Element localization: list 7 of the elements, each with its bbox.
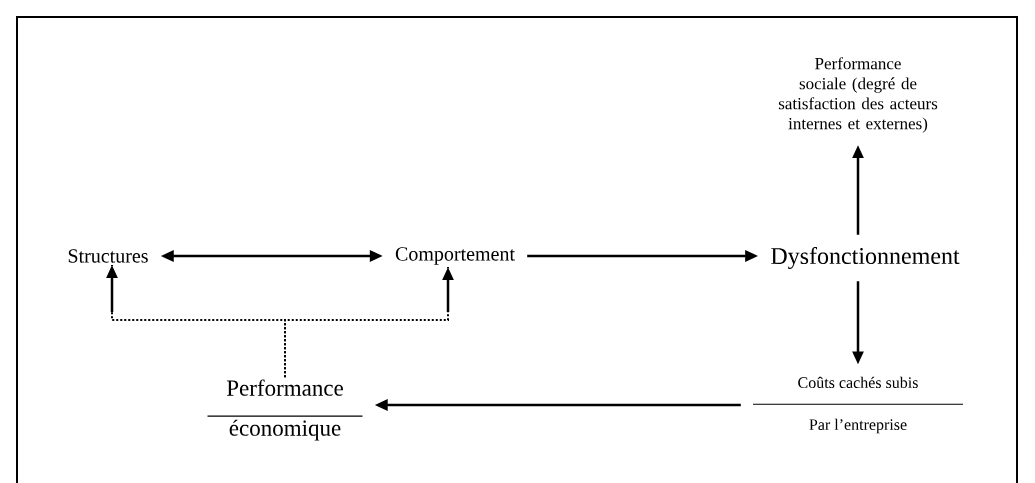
dotted-connector bbox=[284, 265, 454, 379]
text-label: Comportement bbox=[395, 247, 515, 265]
fraction-label: Coûts cachés subis Par l’entreprise bbox=[752, 376, 964, 434]
text-label: Dysfonctionnement bbox=[771, 246, 960, 270]
text-label: Structures bbox=[68, 249, 148, 263]
fraction-label: Performance économique bbox=[206, 379, 364, 441]
text-label: Performance sociale (degré de satisfaction des acteurs internes et externes) bbox=[778, 57, 938, 133]
